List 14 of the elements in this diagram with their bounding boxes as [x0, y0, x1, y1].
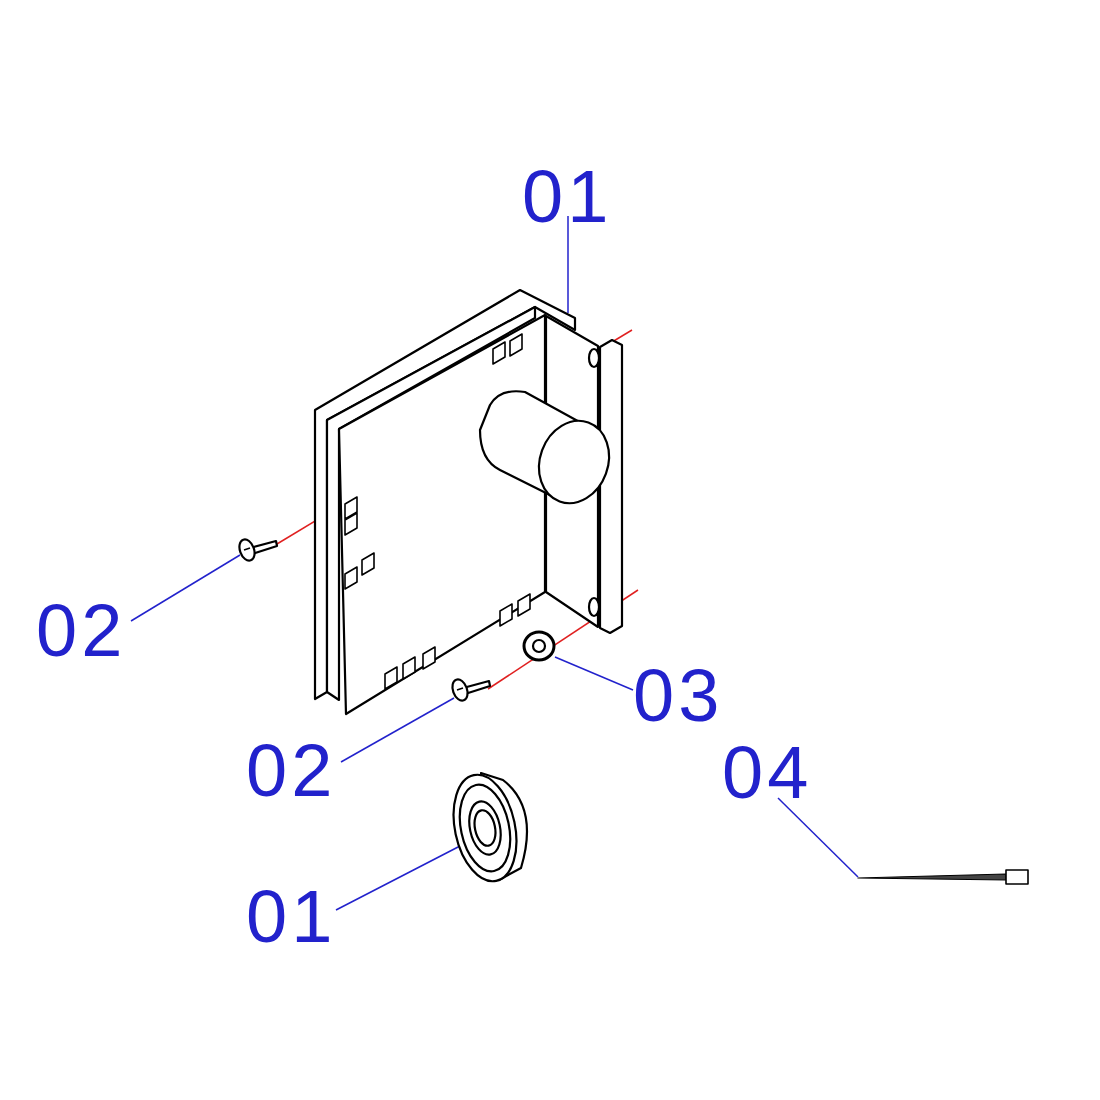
leader-line: [130, 554, 241, 622]
leader-line: [567, 215, 569, 314]
leader-line: [340, 697, 455, 763]
leader-line: [777, 797, 859, 878]
leader-line: [554, 656, 634, 691]
screw-drawing: [451, 675, 491, 703]
callout-number: 02: [36, 594, 127, 668]
callout-number: 02: [246, 734, 337, 808]
washer-drawing: [521, 630, 557, 663]
callout-number: 01: [522, 160, 613, 234]
screw-drawing: [238, 535, 278, 563]
callout-number: 04: [722, 736, 813, 810]
callout-number: 03: [633, 659, 724, 733]
callout-number: 01: [246, 880, 337, 954]
